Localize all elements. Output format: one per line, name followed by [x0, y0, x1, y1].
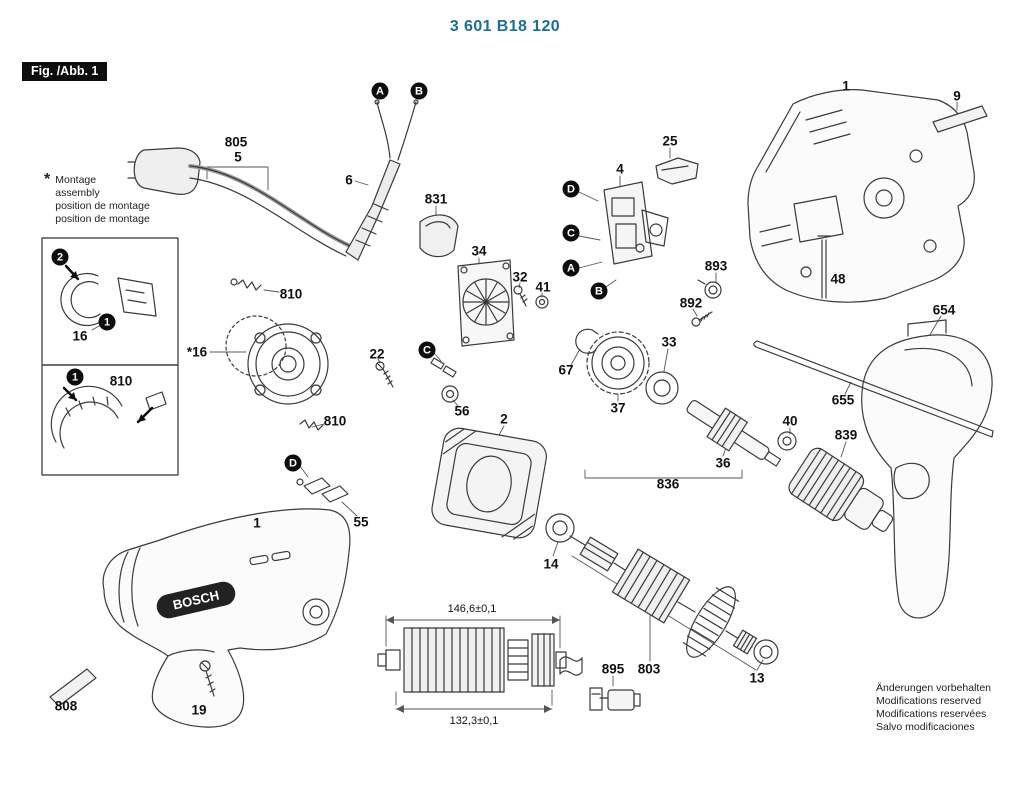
brush-plate-55-drawing [296, 477, 349, 503]
revision-note-line: Salvo modificaciones [876, 721, 975, 733]
montage-note-line: Montage [55, 174, 97, 186]
drill-body-drawing: BOSCH [102, 508, 351, 728]
chuck-839-drawing [788, 447, 894, 532]
springs-screws-drawing [230, 278, 459, 431]
armature-803-drawing [545, 513, 779, 665]
bearing-flap-831-drawing [419, 214, 459, 258]
screw-19-drawing [199, 660, 216, 697]
spindle-36-drawing [686, 400, 782, 467]
gear-37-drawing [586, 331, 650, 395]
switch-assembly-drawing [603, 157, 699, 265]
montage-note-line: assembly [55, 187, 100, 199]
revision-note-line: Änderungen vorbehalten [876, 682, 992, 694]
bearing-plate-34-drawing [457, 259, 515, 347]
label-strip-9-drawing [932, 105, 988, 133]
asterisk-marker: * [44, 171, 51, 188]
part-number-title: 3 601 B18 120 [449, 18, 561, 35]
revision-note-line: Modifications reserved [876, 695, 982, 707]
montage-note-line: position de montage [55, 213, 150, 225]
label-strip-808-drawing [49, 668, 97, 707]
inset-box-montage-16 [41, 237, 179, 366]
field-coil-2-drawing [431, 427, 547, 540]
armature-dimension-drawing [377, 615, 567, 713]
bearing-33-drawing [645, 371, 679, 405]
washer-40-drawing [777, 431, 797, 451]
depth-rod-655-drawing [753, 340, 994, 438]
power-plug-cord-drawing [127, 99, 419, 261]
inset-box-montage-810 [41, 364, 179, 476]
revision-note-line: Modifications reservées [876, 708, 987, 720]
carbon-brush-895-drawing [559, 656, 641, 711]
pin-48-drawing [817, 235, 831, 299]
small-parts-893-892-drawing [691, 279, 722, 327]
clip-67-drawing [575, 328, 599, 354]
figure-label: Fig. /Abb. 1 [22, 62, 108, 81]
front-flange-16-drawing [225, 315, 329, 405]
screw-32-nut-41-drawing [513, 285, 549, 309]
motor-housing-drawing [747, 89, 975, 303]
handle-654-drawing [861, 319, 993, 619]
montage-note-line: position de montage [55, 200, 150, 212]
